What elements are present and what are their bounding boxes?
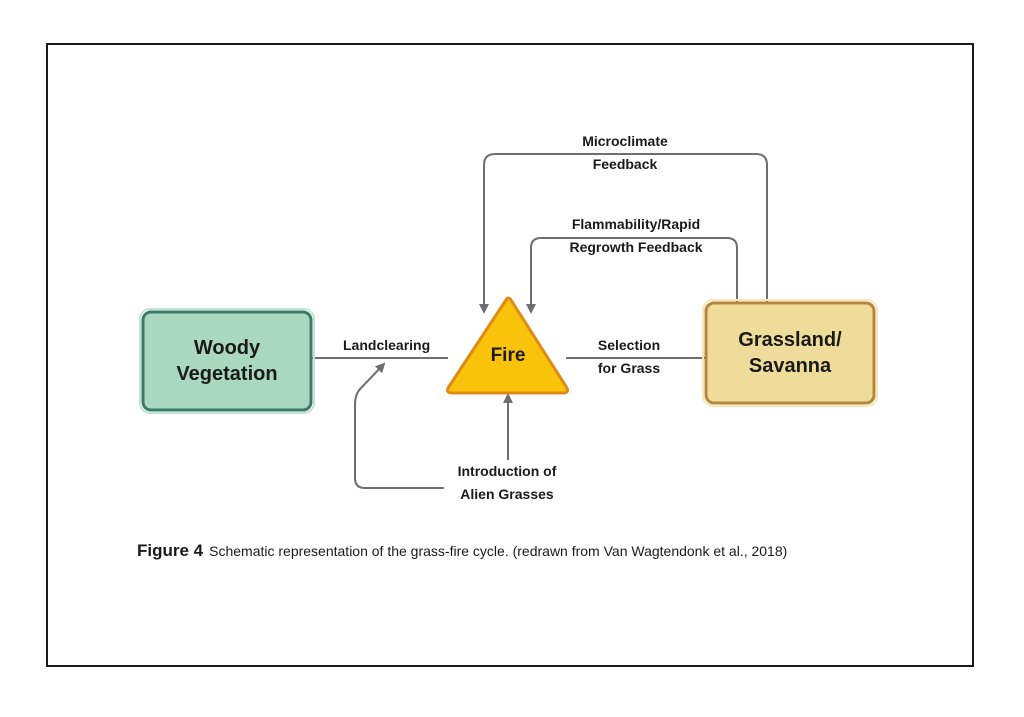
- flammability-line2: Regrowth Feedback: [569, 239, 703, 255]
- grassland-savanna-label: Grassland/ Savanna: [708, 306, 872, 400]
- woody-vegetation-line1: Woody: [193, 337, 261, 359]
- fire-label: Fire: [490, 345, 526, 366]
- flammability-line1: Flammability/Rapid: [571, 216, 701, 232]
- grassland-savanna-box: [704, 301, 876, 405]
- caption-text: Schematic representation of the grass-fi…: [209, 543, 788, 559]
- woody-vegetation-label: Woody Vegetation: [146, 315, 308, 407]
- alien-grasses-to-landclearing-arrow: [354, 362, 444, 489]
- woody-vegetation-box-glow: [139, 308, 315, 414]
- microclimate-line1: Microclimate: [582, 133, 668, 149]
- woody-vegetation-box: [141, 310, 313, 412]
- woody-vegetation-line2: Vegetation: [176, 363, 278, 385]
- figure-caption: Figure 4 Schematic representation of the …: [137, 541, 967, 561]
- microclimate-feedback-arrow: [479, 153, 768, 314]
- microclimate-line2: Feedback: [592, 156, 658, 172]
- selection-line1: Selection: [597, 337, 661, 353]
- figure-number: Figure 4: [137, 541, 204, 560]
- flammability-feedback-label: Flammability/Rapid Regrowth Feedback: [551, 213, 721, 259]
- landclearing-label: Landclearing: [343, 337, 431, 353]
- flammability-feedback-arrow: [526, 237, 738, 314]
- introduction-alien-grasses-label: Introduction of Alien Grasses: [441, 460, 573, 506]
- figure-frame: [46, 43, 974, 667]
- selection-line2: for Grass: [597, 360, 661, 376]
- fire-triangle: [446, 296, 569, 395]
- grassland-line2: Savanna: [748, 355, 832, 377]
- grassland-line1: Grassland/: [738, 329, 842, 351]
- selection-for-grass-label: Selection for Grass: [586, 334, 672, 380]
- grassland-savanna-box-glow: [702, 299, 878, 407]
- introduction-line2: Alien Grasses: [460, 486, 554, 502]
- introduction-line1: Introduction of: [457, 463, 557, 479]
- microclimate-feedback-label: Microclimate Feedback: [560, 130, 690, 176]
